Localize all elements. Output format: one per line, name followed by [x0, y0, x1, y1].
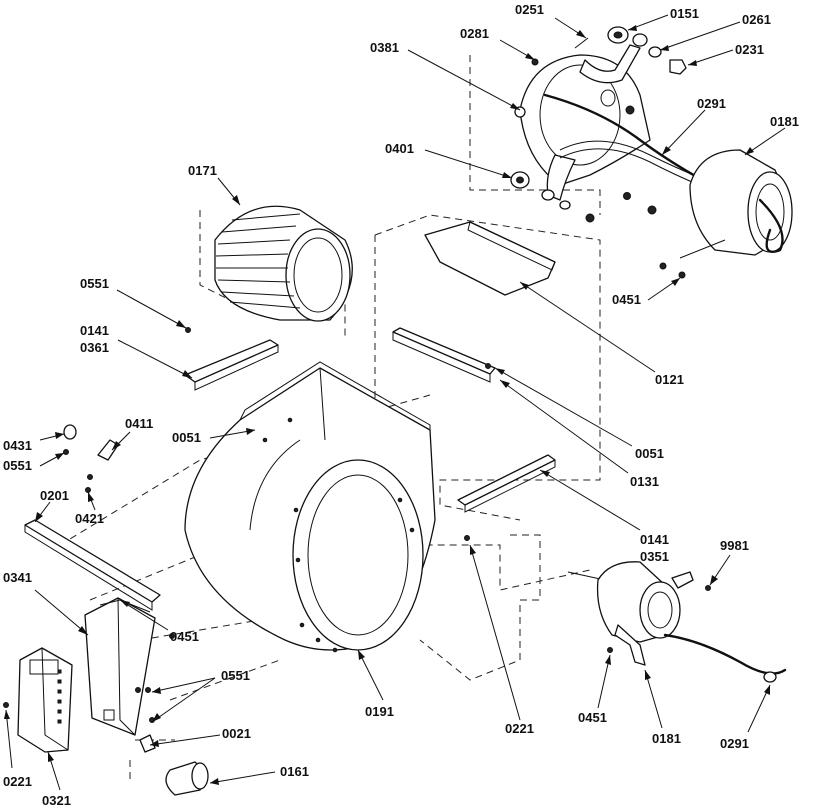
label-0291-upper: 0291	[697, 96, 726, 111]
label-0261: 0261	[742, 12, 771, 27]
label-0451-upper: 0451	[612, 292, 641, 307]
label-0421: 0421	[75, 511, 104, 526]
bracket-0131	[392, 327, 496, 383]
label-0321: 0321	[42, 793, 71, 808]
label-0281: 0281	[460, 26, 489, 41]
bracket-0141-0361	[184, 339, 279, 391]
label-0141-top: 0141	[80, 323, 109, 338]
control-box	[84, 597, 156, 736]
label-0341: 0341	[3, 570, 32, 585]
label-0551-lower: 0551	[221, 668, 250, 683]
label-0451-lower: 0451	[578, 710, 607, 725]
label-0221-right: 0221	[505, 721, 534, 736]
label-0201: 0201	[40, 488, 69, 503]
part-labels: 0251 0151 0261 0281 0231 0381 0291 0181 …	[3, 2, 799, 808]
label-0361: 0361	[80, 340, 109, 355]
label-0221-left: 0221	[3, 774, 32, 789]
label-0551-top: 0551	[80, 276, 109, 291]
label-0411: 0411	[125, 416, 153, 431]
label-0181-lower: 0181	[652, 731, 681, 746]
blower-wheel	[214, 205, 353, 322]
label-0161: 0161	[280, 764, 309, 779]
label-0121: 0121	[655, 372, 684, 387]
capacitor	[139, 717, 209, 796]
label-0231: 0231	[735, 42, 764, 57]
label-9981: 9981	[720, 538, 749, 553]
label-0291-lower: 0291	[720, 736, 749, 751]
label-0251: 0251	[515, 2, 544, 17]
label-0051-left: 0051	[172, 430, 201, 445]
label-0141-lower: 0141	[640, 532, 669, 547]
label-0551-mid: 0551	[3, 458, 32, 473]
label-0131: 0131	[630, 474, 659, 489]
lower-blower-motor	[567, 561, 787, 683]
upper-blower-motor	[659, 149, 793, 279]
label-0181-upper: 0181	[770, 114, 799, 129]
label-0351: 0351	[640, 549, 669, 564]
upper-motor-mount-assembly	[510, 26, 761, 223]
label-0021: 0021	[222, 726, 251, 741]
blower-housing	[184, 361, 436, 653]
label-0451-mid: 0451	[170, 629, 199, 644]
label-0151: 0151	[670, 6, 699, 21]
control-board	[3, 647, 73, 753]
bracket-0201	[24, 519, 161, 611]
leader-lines	[4, 14, 786, 791]
label-0051-right: 0051	[635, 446, 664, 461]
label-0381: 0381	[370, 40, 399, 55]
lower-hardware	[135, 633, 175, 693]
cutoff-plate	[424, 221, 556, 296]
label-0171: 0171	[188, 163, 217, 178]
bracket-0141-0351	[457, 454, 556, 513]
label-0191: 0191	[365, 704, 394, 719]
label-0401: 0401	[385, 141, 414, 156]
label-0431: 0431	[3, 438, 32, 453]
